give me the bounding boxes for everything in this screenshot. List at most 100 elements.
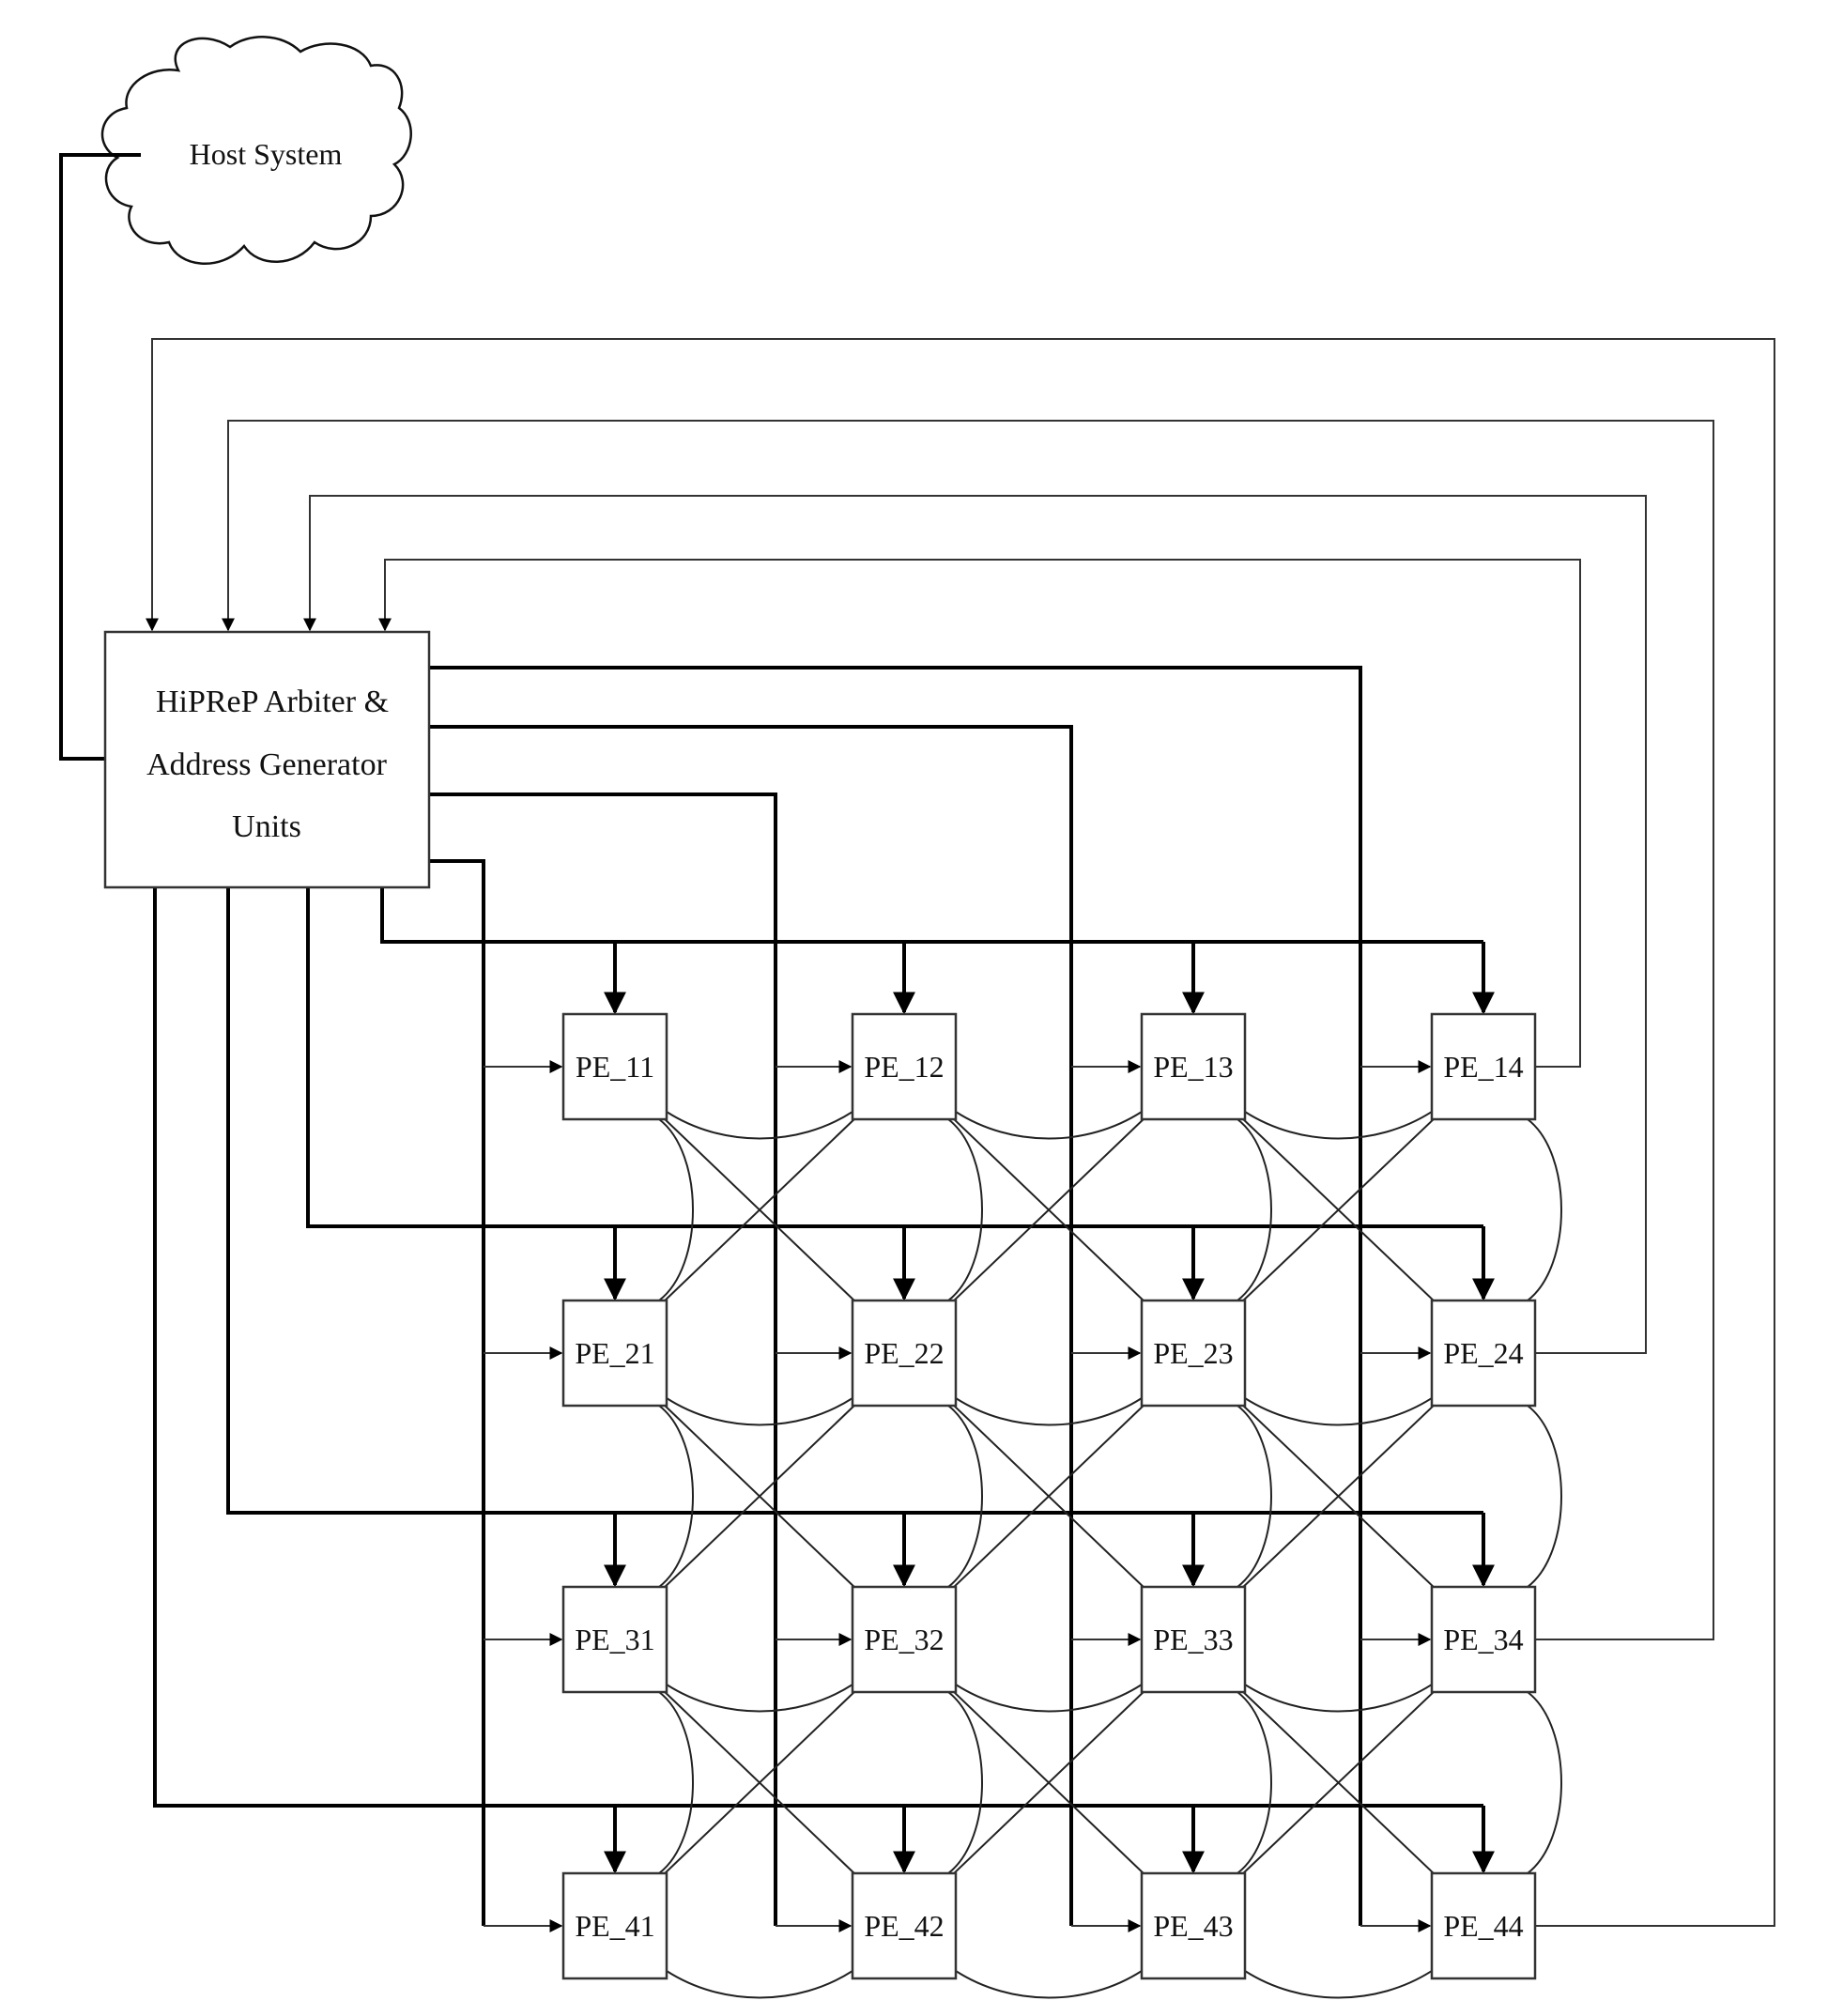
pe-12-label: PE_12 [864,1050,944,1084]
pe-22: PE_22 [851,1299,958,1408]
diag-up-r2-c2 [949,1401,1148,1592]
pe-11-box [561,1012,668,1121]
pe-44: PE_44 [1430,1871,1537,1980]
pe-22-box [851,1299,958,1408]
pe-13-box [1140,1012,1247,1121]
h-link-r2-c1 [666,1397,853,1426]
pe-12-box [851,1012,958,1121]
diag-up-r3-c1 [660,1687,859,1878]
feedback-row-4 [146,338,1775,1927]
h-link-r4-c1 [666,1970,853,1999]
v-link-c2-r2 [947,1405,983,1588]
arbiter-label-line-2: Address Generator [146,747,388,782]
pe-31-box [561,1585,668,1694]
feedback-row-1 [378,559,1581,1068]
v-link-c3-r1 [1237,1118,1272,1301]
arbiter-box [103,630,431,889]
h-link-r1-c3 [1244,1111,1433,1140]
v-link-c1-r3 [658,1691,694,1874]
diag-up-r3-c2 [949,1687,1148,1878]
pe-33: PE_33 [1140,1585,1247,1694]
h-link-r1-c2 [955,1111,1143,1140]
pe-33-label: PE_33 [1153,1623,1233,1656]
interconnect-wires [146,338,1775,1932]
col-bus-2 [429,793,777,1926]
pe-43-label: PE_43 [1153,1909,1233,1943]
pe-32-label: PE_32 [864,1623,944,1656]
pe-44-box [1430,1871,1537,1980]
pe-32: PE_32 [851,1585,958,1694]
pe-23-box [1140,1299,1247,1408]
pe-23-label: PE_23 [1153,1336,1233,1370]
host-system-label: Host System [190,137,343,171]
pe-34-label: PE_34 [1443,1623,1523,1656]
pe-24-box [1430,1299,1537,1408]
pe-32-box [851,1585,958,1694]
h-link-r4-c3 [1244,1970,1433,1999]
arbiter-label-line-3: Units [232,809,301,844]
pe-31-label: PE_31 [575,1623,654,1656]
feedback-row-2 [303,495,1647,1354]
pe-13-label: PE_13 [1153,1050,1233,1084]
col-bus-4 [429,666,1362,1926]
h-link-r1-c1 [666,1111,853,1140]
pe-41-box [561,1871,668,1980]
h-link-r3-c2 [955,1684,1143,1713]
pe-11: PE_11 [561,1012,668,1121]
pe-14: PE_14 [1430,1012,1537,1121]
col-bus-3 [429,725,1073,1926]
pe-21-label: PE_21 [575,1336,654,1370]
pe-34-box [1430,1585,1537,1694]
diag-up-r1-c3 [1238,1115,1438,1305]
diag-up-r2-c1 [660,1401,859,1592]
v-link-c4-r2 [1527,1405,1562,1588]
arbiter-block: HiPReP Arbiter & Address Generator Units [103,630,431,889]
h-link-r3-c3 [1244,1684,1433,1713]
v-link-c1-r2 [658,1405,694,1588]
pe-21-box [561,1299,668,1408]
pe-44-label: PE_44 [1443,1909,1523,1943]
row-bus-4 [153,887,1483,1808]
pe-24: PE_24 [1430,1299,1537,1408]
pe-mesh-links [658,1111,1562,1999]
pe-41: PE_41 [561,1871,668,1980]
host-system-cloud: Host System [100,36,412,266]
arbiter-label-line-1: HiPReP Arbiter & [156,685,389,719]
host-link [59,153,141,761]
diag-up-r1-c1 [660,1115,859,1305]
diag-up-r2-c3 [1238,1401,1438,1592]
diag-up-r1-c2 [949,1115,1148,1305]
v-link-c3-r3 [1237,1691,1272,1874]
pe-23: PE_23 [1140,1299,1247,1408]
pe-14-label: PE_14 [1443,1050,1523,1084]
diag-up-r3-c3 [1238,1687,1438,1878]
pe-11-label: PE_11 [576,1050,654,1084]
v-link-c2-r1 [947,1118,983,1301]
h-link-r4-c2 [955,1970,1143,1999]
row-bus-1 [380,887,1483,944]
pe-14-box [1430,1012,1537,1121]
pe-22-label: PE_22 [864,1336,944,1370]
feedback-row-3 [222,420,1714,1640]
pe-31: PE_31 [561,1585,668,1694]
h-link-r2-c2 [955,1397,1143,1426]
v-link-c4-r1 [1527,1118,1562,1301]
pe-13: PE_13 [1140,1012,1247,1121]
pe-43-box [1140,1871,1247,1980]
row-bus-2 [306,887,1483,1228]
pe-24-label: PE_24 [1443,1336,1523,1370]
h-link-r3-c1 [666,1684,853,1713]
v-link-c4-r3 [1527,1691,1562,1874]
col-bus-1 [429,859,485,1926]
pe-42-label: PE_42 [864,1909,944,1943]
pe-42-box [851,1871,958,1980]
pe-33-box [1140,1585,1247,1694]
v-link-c3-r2 [1237,1405,1272,1588]
pe-43: PE_43 [1140,1871,1247,1980]
pe-12: PE_12 [851,1012,958,1121]
v-link-c2-r3 [947,1691,983,1874]
pe-21: PE_21 [561,1299,668,1408]
pe-34: PE_34 [1430,1585,1537,1694]
